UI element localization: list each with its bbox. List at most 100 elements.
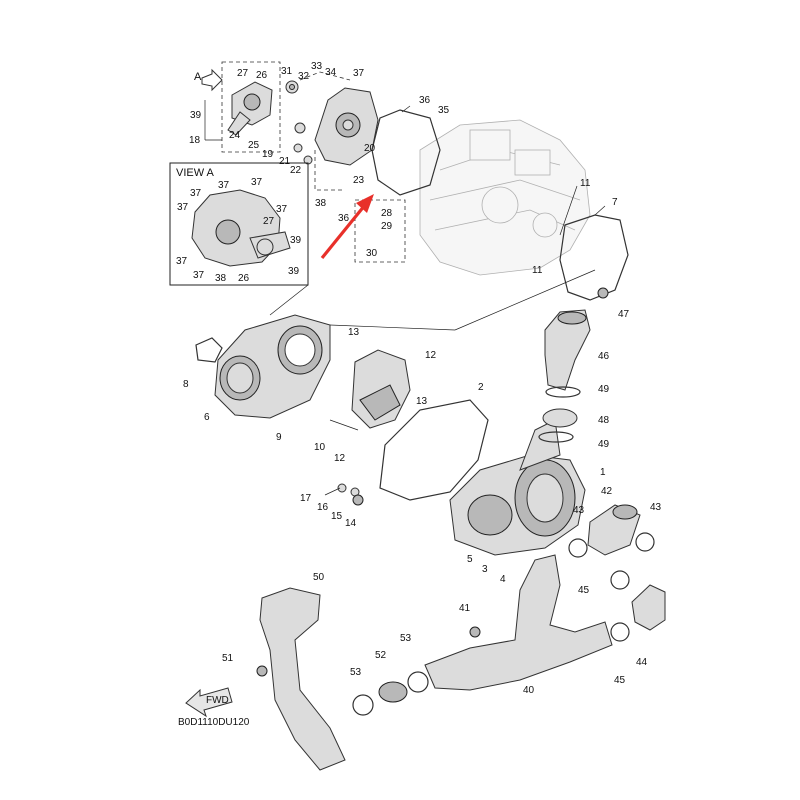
callout-39b: 39 bbox=[290, 235, 302, 246]
callout-labels: VIEW A 1 2 3 4 5 6 7 8 9 10 11 11 12 12 … bbox=[176, 61, 662, 728]
view-a-title: VIEW A bbox=[176, 167, 215, 179]
callout-29: 29 bbox=[381, 221, 393, 232]
callout-37e: 37 bbox=[177, 202, 189, 213]
callout-38a: 38 bbox=[315, 198, 327, 209]
callout-26a: 26 bbox=[256, 70, 268, 81]
cover-gasket-35 bbox=[371, 109, 441, 196]
callout-4: 4 bbox=[500, 574, 506, 585]
clamps-43-45 bbox=[568, 532, 655, 642]
clutch-cover-6 bbox=[214, 314, 331, 419]
callout-31: 31 bbox=[281, 66, 293, 77]
view-a-pointer: A bbox=[194, 68, 223, 92]
callout-52: 52 bbox=[375, 650, 387, 661]
upper-assembly-box bbox=[204, 61, 406, 263]
callout-28: 28 bbox=[381, 208, 393, 219]
callout-17: 17 bbox=[300, 493, 312, 504]
callout-9: 9 bbox=[276, 432, 282, 443]
callout-49b: 49 bbox=[598, 439, 610, 450]
callout-13a: 13 bbox=[348, 327, 360, 338]
callout-44: 44 bbox=[636, 657, 648, 668]
callout-40: 40 bbox=[523, 685, 535, 696]
gasket-2 bbox=[379, 399, 489, 501]
callout-43b: 43 bbox=[650, 502, 662, 513]
callout-30: 30 bbox=[366, 248, 378, 259]
callout-1: 1 bbox=[600, 467, 606, 478]
duct-44 bbox=[631, 584, 666, 631]
callout-6: 6 bbox=[204, 412, 210, 423]
water-pump-cover bbox=[227, 81, 273, 136]
leader-lines bbox=[269, 105, 606, 331]
callout-20: 20 bbox=[364, 143, 376, 154]
callout-50: 50 bbox=[313, 572, 325, 583]
callout-36a: 36 bbox=[419, 95, 431, 106]
callout-22: 22 bbox=[290, 165, 302, 176]
callout-37g: 37 bbox=[176, 256, 188, 267]
callout-25: 25 bbox=[248, 140, 260, 151]
callout-37a: 37 bbox=[353, 68, 365, 79]
cvt-cover-1 bbox=[449, 419, 586, 556]
callout-37b: 37 bbox=[190, 188, 202, 199]
callout-38b: 38 bbox=[215, 273, 227, 284]
bolt-47 bbox=[597, 287, 609, 299]
callout-5: 5 bbox=[467, 554, 473, 565]
callout-45a: 45 bbox=[578, 585, 590, 596]
callout-12a: 12 bbox=[425, 350, 437, 361]
callout-39c: 39 bbox=[288, 266, 300, 277]
callout-39a: 39 bbox=[190, 110, 202, 121]
callout-3: 3 bbox=[482, 564, 488, 575]
callout-21: 21 bbox=[279, 156, 291, 167]
callout-37d: 37 bbox=[251, 177, 263, 188]
callout-19: 19 bbox=[262, 149, 274, 160]
callout-11a: 11 bbox=[580, 178, 591, 189]
callout-24: 24 bbox=[229, 130, 241, 141]
callout-36b: 36 bbox=[338, 213, 350, 224]
impeller-parts bbox=[285, 80, 313, 165]
duct-50 bbox=[259, 587, 346, 771]
view-a-box bbox=[169, 162, 309, 286]
callout-26b: 26 bbox=[238, 273, 250, 284]
callout-8: 8 bbox=[183, 379, 189, 390]
fwd-arrow: FWD bbox=[185, 687, 233, 718]
view-arrow-label: A bbox=[194, 71, 202, 83]
callout-41: 41 bbox=[459, 603, 471, 614]
callout-35: 35 bbox=[438, 105, 450, 116]
callout-46: 46 bbox=[598, 351, 610, 362]
callout-53a: 53 bbox=[350, 667, 362, 678]
callout-51: 51 bbox=[222, 653, 234, 664]
callout-18: 18 bbox=[189, 135, 201, 146]
gasket-8 bbox=[195, 337, 223, 363]
callout-27b: 27 bbox=[263, 216, 275, 227]
callout-7: 7 bbox=[612, 197, 618, 208]
callout-45b: 45 bbox=[614, 675, 626, 686]
callout-16: 16 bbox=[317, 502, 329, 513]
callout-2: 2 bbox=[478, 382, 484, 393]
engine-block bbox=[419, 119, 591, 276]
callout-37f: 37 bbox=[276, 204, 288, 215]
diagram-code: B0D1110DU120 bbox=[178, 717, 250, 728]
callout-53b: 53 bbox=[400, 633, 412, 644]
fwd-label: FWD bbox=[206, 695, 229, 706]
callout-34: 34 bbox=[325, 67, 337, 78]
callout-27a: 27 bbox=[237, 68, 249, 79]
clamps-48-49 bbox=[538, 386, 581, 443]
sleeve-52 bbox=[378, 681, 408, 703]
bolt-41 bbox=[469, 626, 481, 638]
callout-10: 10 bbox=[314, 442, 326, 453]
callout-49a: 49 bbox=[598, 384, 610, 395]
callout-47: 47 bbox=[618, 309, 630, 320]
callout-14: 14 bbox=[345, 518, 357, 529]
callout-37h: 37 bbox=[193, 270, 205, 281]
fasteners-14-17 bbox=[324, 483, 364, 506]
callout-42: 42 bbox=[601, 486, 613, 497]
callout-37c: 37 bbox=[218, 180, 230, 191]
crankcase-cover-upper bbox=[314, 87, 379, 166]
callout-43a: 43 bbox=[573, 505, 585, 516]
guard-bracket bbox=[329, 349, 411, 431]
callout-15: 15 bbox=[331, 511, 343, 522]
callout-23: 23 bbox=[353, 175, 365, 186]
callout-33: 33 bbox=[311, 61, 323, 72]
y-duct-40 bbox=[424, 554, 613, 691]
bolt-51 bbox=[256, 665, 268, 677]
duct-42 bbox=[587, 504, 641, 556]
